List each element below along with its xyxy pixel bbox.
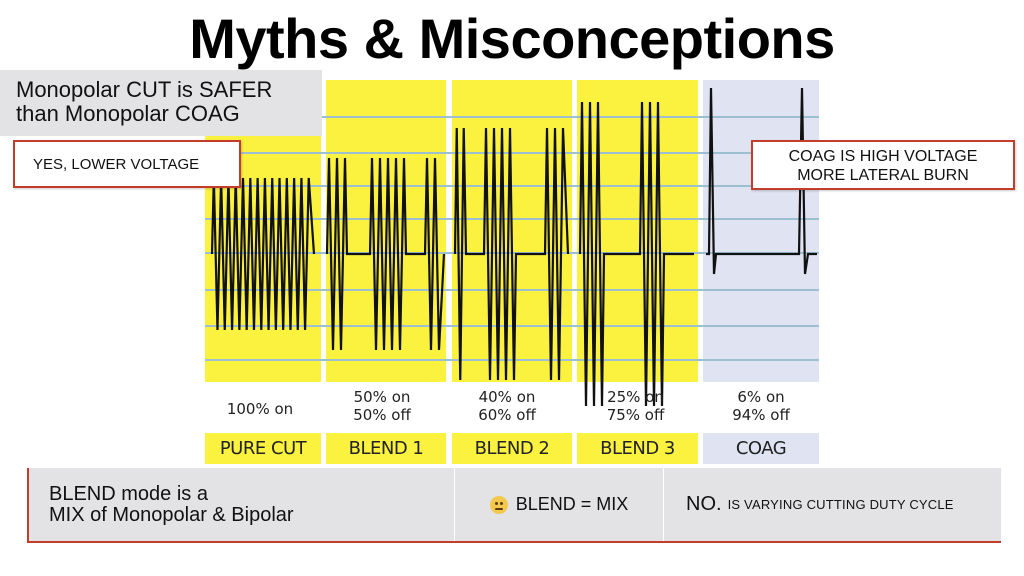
mode-tile-blend-2: BLEND 2 (452, 433, 572, 464)
duty-line: 40% on (478, 388, 536, 406)
mode-tile-pure-cut: PURE CUT (205, 433, 321, 464)
waveform-pure-cut (210, 177, 316, 331)
bottom-answer-detail: IS VARYING CUTTING DUTY CYCLE (727, 497, 954, 512)
duty-line: 50% on (353, 388, 411, 406)
waveform-blend-3 (578, 101, 694, 407)
callout-lower-voltage: YES, LOWER VOLTAGE (13, 140, 241, 188)
duty-label-pure-cut: 100% on (205, 400, 315, 418)
bottom-guess: BLEND = MIX (454, 468, 664, 541)
duty-line: 6% on (737, 388, 785, 406)
bottom-myth-line-1: BLEND mode is a (49, 483, 208, 505)
bottom-myth-bar: BLEND mode is a MIX of Monopolar & Bipol… (27, 468, 1001, 543)
duty-line: 60% off (478, 406, 536, 424)
duty-line: 50% off (353, 406, 411, 424)
waveform-blend-1 (325, 157, 446, 351)
page-title: Myths & Misconceptions (189, 7, 835, 70)
waveform-coag (706, 87, 817, 275)
duty-line: 75% off (606, 406, 665, 424)
duty-label-blend-3: 25% on 75% off (578, 388, 693, 424)
myth-statement: Monopolar CUT is SAFER than Monopolar CO… (0, 70, 322, 136)
bottom-myth-statement: BLEND mode is a MIX of Monopolar & Bipol… (29, 468, 454, 541)
callout-high-voltage: COAG IS HIGH VOLTAGE MORE LATERAL BURN (751, 140, 1015, 190)
duty-line: 94% off (732, 406, 790, 424)
callout-high-voltage-line-1: COAG IS HIGH VOLTAGE (788, 148, 978, 165)
mode-tile-blend-1: BLEND 1 (326, 433, 446, 464)
duty-label-coag: 6% on 94% off (705, 388, 817, 424)
bottom-myth-line-2: MIX of Monopolar & Bipolar (49, 504, 294, 526)
duty-label-blend-2: 40% on 60% off (452, 388, 562, 424)
myth-statement-line-1: Monopolar CUT is SAFER (16, 77, 273, 102)
mode-tile-blend-3: BLEND 3 (577, 433, 698, 464)
duty-label-blend-1: 50% on 50% off (327, 388, 437, 424)
bottom-guess-text: BLEND = MIX (515, 494, 629, 514)
bottom-answer: NO. IS VARYING CUTTING DUTY CYCLE (664, 468, 1001, 541)
duty-line: 25% on (607, 388, 664, 406)
myth-statement-line-2: than Monopolar COAG (16, 101, 240, 126)
thinking-face-icon (489, 495, 508, 514)
waveform-blend-2 (453, 127, 570, 381)
callout-lower-voltage-text: YES, LOWER VOLTAGE (33, 156, 200, 173)
mode-tile-coag: COAG (703, 433, 819, 464)
duty-line: 100% on (226, 400, 294, 418)
bottom-answer-no: NO. (686, 493, 722, 515)
callout-high-voltage-line-2: MORE LATERAL BURN (797, 167, 969, 184)
